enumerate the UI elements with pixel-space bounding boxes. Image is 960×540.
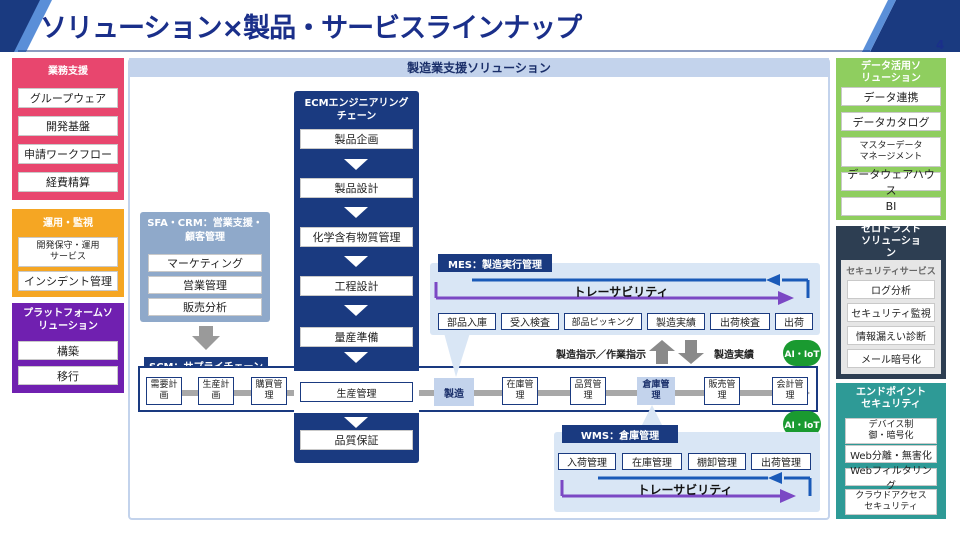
security-item-leak[interactable]: 情報漏えい診断 <box>847 326 935 345</box>
data-item-catalog[interactable]: データカタログ <box>841 112 941 131</box>
security-service-box: セキュリティサービス ログ分析 セキュリティ監視 情報漏えい診断 メール暗号化 <box>841 260 941 374</box>
gyomu-item-dev-platform[interactable]: 開発基盤 <box>18 116 118 136</box>
endpoint-item-isolation[interactable]: Web分離・無害化 <box>845 445 937 463</box>
data-item-integration[interactable]: データ連携 <box>841 87 941 106</box>
page-title: ソリューション×製品・サービスラインナップ <box>40 13 582 44</box>
ecm-item-planning[interactable]: 製品企画 <box>300 129 413 149</box>
data-title: データ活用ソリューション <box>861 61 921 84</box>
scm-step-demand[interactable]: 需要計画 <box>146 377 182 405</box>
endpoint-item-filtering[interactable]: Webフィルタリング <box>845 466 937 492</box>
mes-callout-pointer <box>444 333 470 377</box>
data-panel: データ活用ソリューション データ連携 データカタログ マスターデータマネージメン… <box>836 58 946 220</box>
down-arrow-icon <box>678 340 704 364</box>
mes-item-inspection[interactable]: 受入検査 <box>501 313 559 330</box>
gyomu-item-workflow[interactable]: 申請ワークフロー <box>18 144 118 164</box>
instruction-label: 製造指示／作業指示 <box>556 350 646 361</box>
scm-step-production-plan[interactable]: 生産計画 <box>198 377 234 405</box>
sfa-item-sales[interactable]: 営業管理 <box>148 276 262 294</box>
ecm-item-quality[interactable]: 品質保証 <box>300 430 413 450</box>
wms-item-stocktaking[interactable]: 棚卸管理 <box>688 453 746 470</box>
gyomu-item-expense[interactable]: 経費精算 <box>18 172 118 192</box>
unyo-title: 運用・監視 <box>43 217 93 229</box>
scm-step-inventory[interactable]: 在庫管理 <box>502 377 538 405</box>
sfa-panel: SFA・CRM：営業支援・顧客管理 マーケティング 営業管理 販売分析 <box>140 212 270 322</box>
wms-title: WMS：倉庫管理 <box>562 425 678 443</box>
scm-flow-line <box>160 390 800 396</box>
ecm-item-chemical[interactable]: 化学含有物質管理 <box>300 227 413 247</box>
platform-item-migration[interactable]: 移行 <box>18 366 118 385</box>
chevron-down-icon <box>344 352 368 363</box>
ecm-scm-overlap: 生産管理 <box>294 371 419 413</box>
scm-step-accounting[interactable]: 会計管理 <box>772 377 808 405</box>
mes-item-picking[interactable]: 部品ピッキング <box>564 313 642 330</box>
manufacturing-banner: 製造業支援ソリューション <box>129 58 829 77</box>
wms-traceability-label: トレーサビリティ <box>637 482 733 497</box>
chevron-down-icon <box>344 417 368 428</box>
scm-step-manufacturing[interactable]: 製造 <box>434 378 474 406</box>
endpoint-panel: エンドポイントセキュリティ デバイス制御・暗号化 Web分離・無害化 Webフィ… <box>836 383 946 519</box>
sfa-item-marketing[interactable]: マーケティング <box>148 254 262 272</box>
chevron-down-icon <box>344 256 368 267</box>
platform-panel: プラットフォームソリューション 構築 移行 <box>12 303 124 393</box>
data-item-mdm[interactable]: マスターデータマネージメント <box>841 137 941 167</box>
security-item-log[interactable]: ログ分析 <box>847 280 935 299</box>
zero-trust-panel: ゼロトラストソリューション セキュリティサービス ログ分析 セキュリティ監視 情… <box>836 224 946 379</box>
mes-title: MES：製造実行管理 <box>438 254 552 272</box>
traceability-loop-icon <box>434 274 810 305</box>
security-service-title: セキュリティサービス <box>846 266 936 277</box>
ecm-item-design[interactable]: 製品設計 <box>300 178 413 198</box>
zero-trust-title: ゼロトラストソリューション <box>861 224 921 259</box>
mes-traceability-label: トレーサビリティ <box>573 284 669 299</box>
scm-step-purchase[interactable]: 購買管理 <box>251 377 287 405</box>
unyo-item-maintenance[interactable]: 開発保守・運用サービス <box>18 237 118 267</box>
scm-step-sales[interactable]: 販売管理 <box>704 377 740 405</box>
chevron-down-icon <box>344 207 368 218</box>
platform-title: プラットフォームソリューション <box>23 308 113 332</box>
result-label: 製造実績 <box>714 350 754 361</box>
header-decoration <box>0 0 960 52</box>
ecm-column: ECMエンジニアリングチェーン 製品企画 製品設計 化学含有物質管理 工程設計 … <box>294 91 419 463</box>
data-item-bi[interactable]: BI <box>841 197 941 216</box>
up-arrow-icon <box>649 340 675 364</box>
unyo-item-incident[interactable]: インシデント管理 <box>18 271 118 291</box>
page-number: 4 <box>936 38 945 52</box>
unyo-panel: 運用・監視 開発保守・運用サービス インシデント管理 <box>12 209 124 297</box>
endpoint-item-casb[interactable]: クラウドアクセスセキュリティ <box>845 489 937 515</box>
ecm-item-mass-prep[interactable]: 量産準備 <box>300 327 413 347</box>
endpoint-item-device[interactable]: デバイス制御・暗号化 <box>845 418 937 444</box>
ai-iot-badge: AI・IoT <box>783 340 821 366</box>
sfa-title: SFA・CRM：営業支援・顧客管理 <box>147 218 263 243</box>
chevron-down-icon <box>344 159 368 170</box>
data-item-dwh[interactable]: データウェアハウス <box>841 168 941 197</box>
gyomu-title: 業務支援 <box>48 65 88 77</box>
sfa-item-analysis[interactable]: 販売分析 <box>148 298 262 316</box>
ecm-title: ECMエンジニアリングチェーン <box>304 98 409 122</box>
scm-step-quality[interactable]: 品質管理 <box>570 377 606 405</box>
mes-item-shipping[interactable]: 出荷 <box>775 313 813 330</box>
security-item-mail[interactable]: メール暗号化 <box>847 349 935 368</box>
ecm-item-process[interactable]: 工程設計 <box>300 276 413 296</box>
mes-item-shipping-inspection[interactable]: 出荷検査 <box>710 313 770 330</box>
traceability-loop-icon <box>560 472 812 503</box>
platform-item-build[interactable]: 構築 <box>18 341 118 360</box>
scm-step-warehouse[interactable]: 倉庫管理 <box>637 377 675 405</box>
wms-panel <box>554 432 820 512</box>
security-item-monitoring[interactable]: セキュリティ監視 <box>847 303 935 322</box>
endpoint-title: エンドポイントセキュリティ <box>856 387 926 410</box>
wms-item-shipping[interactable]: 出荷管理 <box>751 453 811 470</box>
wms-item-receiving[interactable]: 入荷管理 <box>558 453 616 470</box>
wms-item-inventory[interactable]: 在庫管理 <box>622 453 682 470</box>
gyomu-panel: 業務支援 グループウェア 開発基盤 申請ワークフロー 経費精算 <box>12 58 124 200</box>
gyomu-item-groupware[interactable]: グループウェア <box>18 88 118 108</box>
ecm-item-production[interactable]: 生産管理 <box>300 382 413 402</box>
down-arrow-icon <box>192 326 220 350</box>
chevron-down-icon <box>344 305 368 316</box>
mes-item-results[interactable]: 製造実績 <box>647 313 705 330</box>
mes-item-parts-receiving[interactable]: 部品入庫 <box>438 313 496 330</box>
